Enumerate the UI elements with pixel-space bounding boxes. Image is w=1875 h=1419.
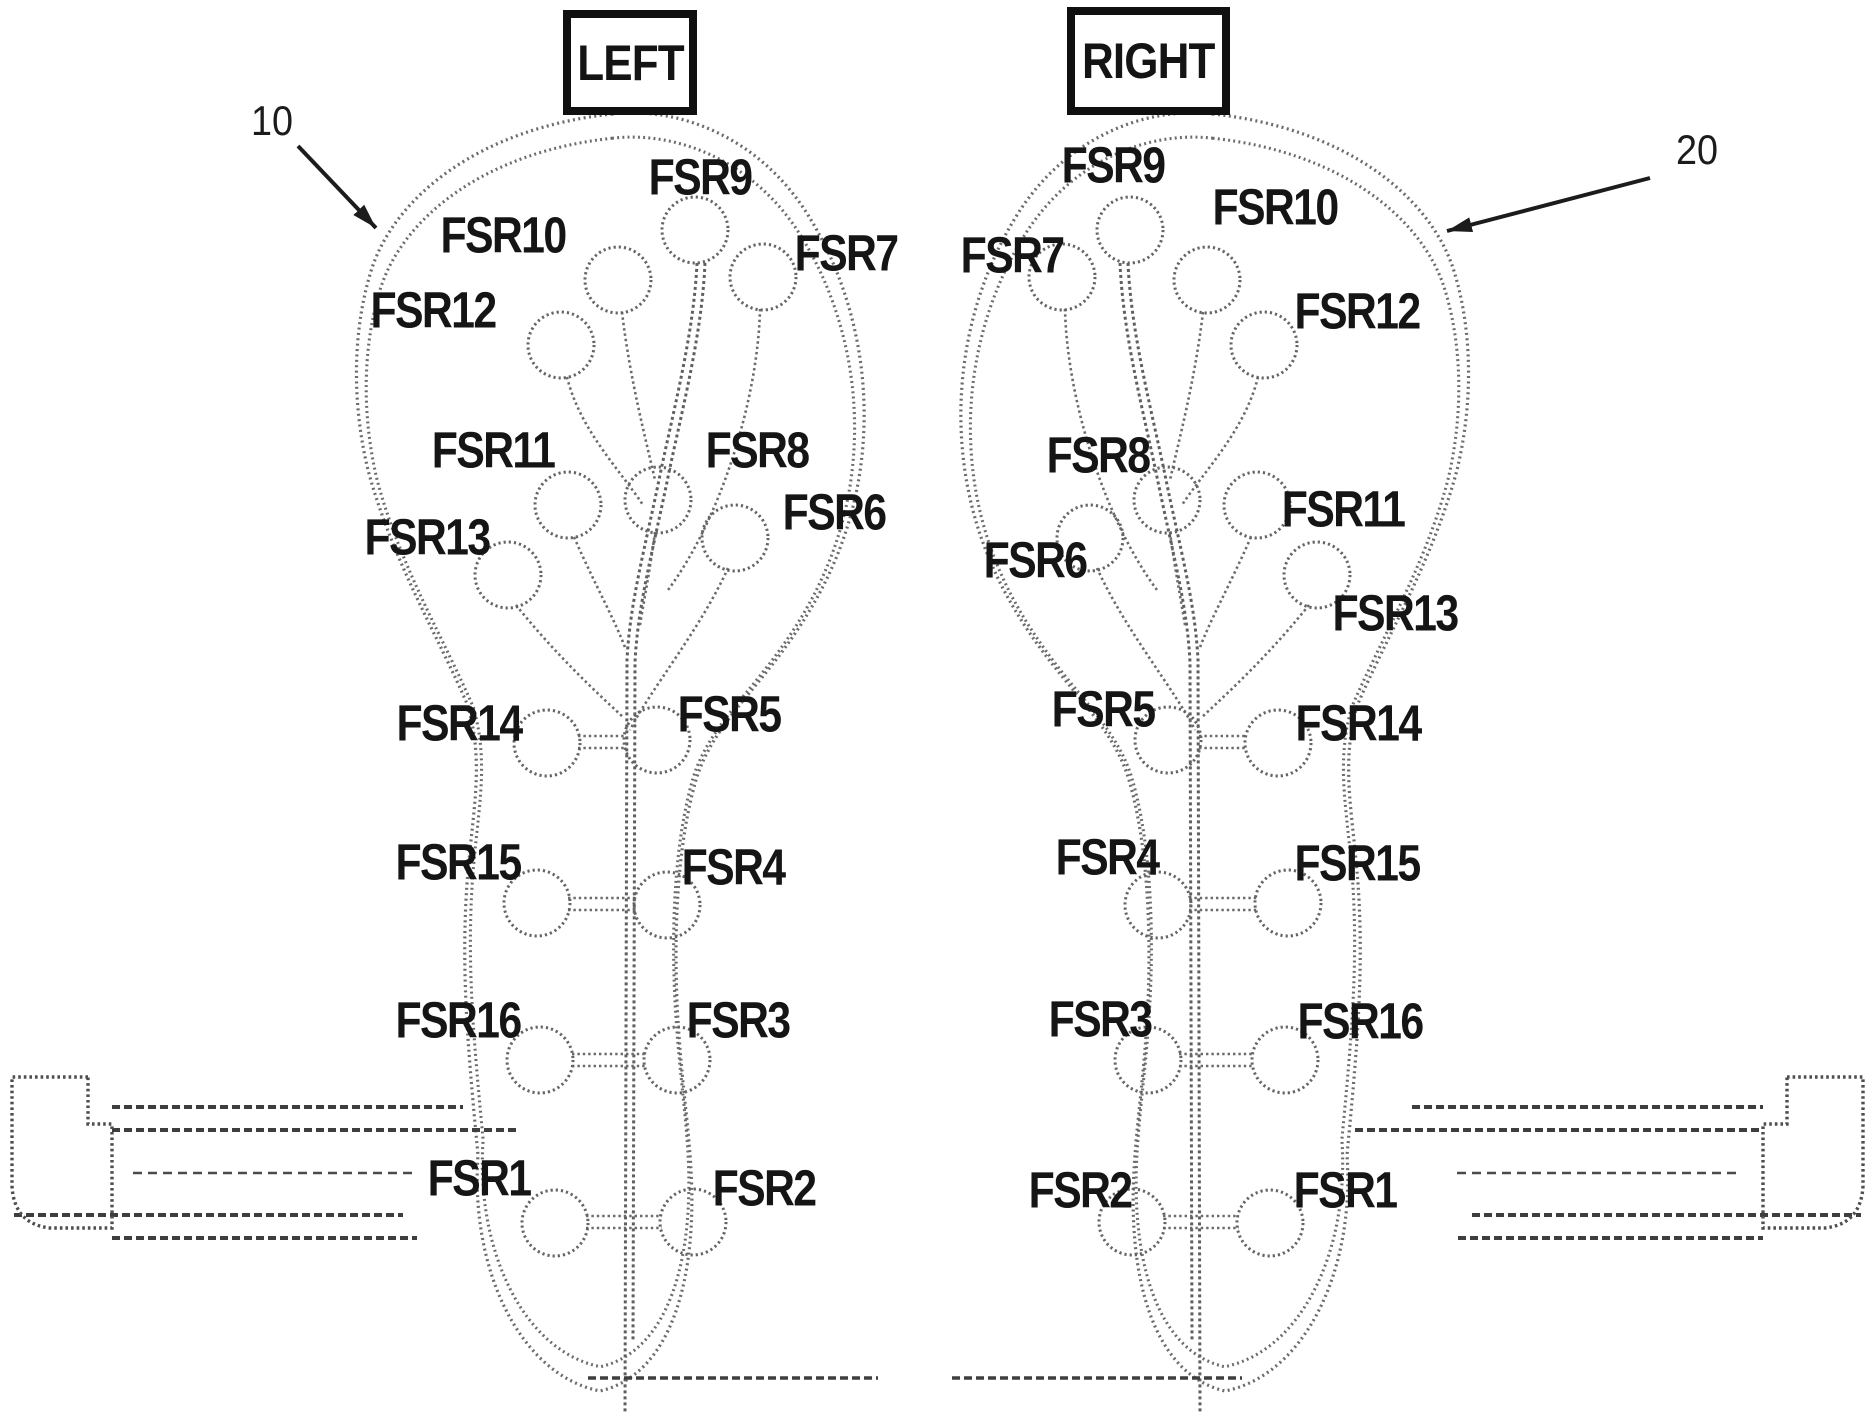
sensor-pad — [623, 465, 693, 535]
sensor-pad — [1235, 1188, 1305, 1258]
sensor-pad — [502, 868, 572, 938]
left-insole — [10, 111, 878, 1415]
sensor-label-fsr13: FSR13 — [1332, 584, 1460, 642]
sensor-label-fsr12: FSR12 — [1294, 282, 1422, 340]
sensor-pad — [1113, 1025, 1183, 1095]
sensor-label-fsr8: FSR8 — [1046, 426, 1151, 484]
sensor-label-fsr2: FSR2 — [1028, 1161, 1133, 1219]
sensor-label-fsr1: FSR1 — [427, 1149, 532, 1207]
sensor-label-fsr14: FSR14 — [396, 694, 524, 752]
ref-arrow-10 — [296, 144, 378, 230]
left-sensor-pads — [473, 195, 798, 1258]
sensor-label-fsr2: FSR2 — [712, 1159, 817, 1217]
sensor-pad — [632, 870, 702, 940]
sensor-pad — [1243, 708, 1313, 778]
sensor-pad — [520, 1188, 590, 1258]
sensor-pad — [1222, 470, 1292, 540]
right-sensor-traces — [1063, 308, 1311, 1230]
left-insole-title: LEFT — [576, 34, 684, 91]
sensor-label-fsr5: FSR5 — [677, 685, 782, 743]
sensor-label-fsr16: FSR16 — [1297, 992, 1425, 1050]
sensor-label-fsr15: FSR15 — [395, 833, 523, 891]
sensor-label-fsr7: FSR7 — [960, 226, 1065, 284]
sensor-label-fsr14: FSR14 — [1295, 694, 1423, 752]
sensor-label-fsr16: FSR16 — [395, 991, 523, 1049]
left-connector-tab — [10, 1075, 114, 1230]
ref-numeral-20: 20 — [1675, 126, 1719, 173]
sensor-pad — [1229, 310, 1299, 380]
right-trace-trunk — [1118, 262, 1202, 1415]
right-insole-title: RIGHT — [1082, 33, 1215, 89]
sensor-label-fsr5: FSR5 — [1051, 680, 1156, 738]
sensor-pad — [642, 1025, 712, 1095]
left-sensor-traces — [514, 308, 762, 1230]
sensor-pad — [1055, 503, 1125, 573]
sensor-pad — [1253, 868, 1323, 938]
left-cable-lines — [14, 1105, 520, 1240]
sensor-pad — [505, 1025, 575, 1095]
ref-numeral-10: 10 — [250, 97, 294, 144]
sensor-label-fsr12: FSR12 — [370, 281, 498, 339]
sensor-pad — [1027, 242, 1097, 312]
sensor-pad — [583, 245, 653, 315]
sensor-pad — [728, 242, 798, 312]
sensor-pad — [660, 195, 730, 265]
sensor-pad — [1282, 540, 1352, 610]
sensor-pad — [658, 1187, 728, 1257]
sensor-pad — [622, 705, 692, 775]
sensor-label-fsr9: FSR9 — [648, 148, 753, 206]
right-sensor-pads — [1027, 195, 1352, 1258]
sensor-label-fsr11: FSR11 — [1281, 480, 1406, 538]
sensor-label-fsr4: FSR4 — [1055, 828, 1160, 886]
right-insole-outline — [959, 111, 1471, 1393]
sensor-pad — [1172, 245, 1242, 315]
sensor-label-fsr4: FSR4 — [681, 838, 786, 896]
sensor-label-fsr10: FSR10 — [1212, 178, 1340, 236]
sensor-pad — [1133, 705, 1203, 775]
sensor-label-fsr7: FSR7 — [794, 224, 899, 282]
right-insole — [952, 111, 1865, 1415]
sensor-label-fsr1: FSR1 — [1293, 1161, 1398, 1219]
sensor-pad — [533, 470, 603, 540]
sensor-pad — [1095, 195, 1165, 265]
sensor-label-fsr15: FSR15 — [1294, 834, 1422, 892]
sensor-label-fsr3: FSR3 — [1048, 990, 1153, 1048]
sensor-pad — [1132, 465, 1202, 535]
left-insole-title-box: LEFT — [563, 10, 697, 115]
sensor-label-fsr6: FSR6 — [983, 531, 1088, 589]
right-cable-lines — [1355, 1105, 1861, 1240]
sensor-pad — [1123, 870, 1193, 940]
sensor-label-fsr3: FSR3 — [686, 991, 791, 1049]
sensor-label-fsr6: FSR6 — [782, 483, 887, 541]
sensor-label-fsr13: FSR13 — [364, 508, 492, 566]
sensor-label-fsr10: FSR10 — [440, 206, 568, 264]
left-trace-trunk — [623, 262, 707, 1415]
sensor-pad — [526, 310, 596, 380]
sensor-label-fsr9: FSR9 — [1061, 136, 1166, 194]
sensor-pad — [512, 708, 582, 778]
sensor-label-fsr8: FSR8 — [705, 421, 810, 479]
ref-arrow-20 — [1446, 176, 1651, 233]
sensor-pad — [1250, 1025, 1320, 1095]
sensor-pad — [700, 503, 770, 573]
sensor-pad — [1097, 1187, 1167, 1257]
left-insole-outline — [354, 111, 866, 1393]
right-connector-tab — [1761, 1075, 1865, 1230]
right-insole-title-box: RIGHT — [1067, 7, 1230, 115]
sensor-label-fsr11: FSR11 — [431, 421, 556, 479]
sensor-pad — [473, 540, 543, 610]
